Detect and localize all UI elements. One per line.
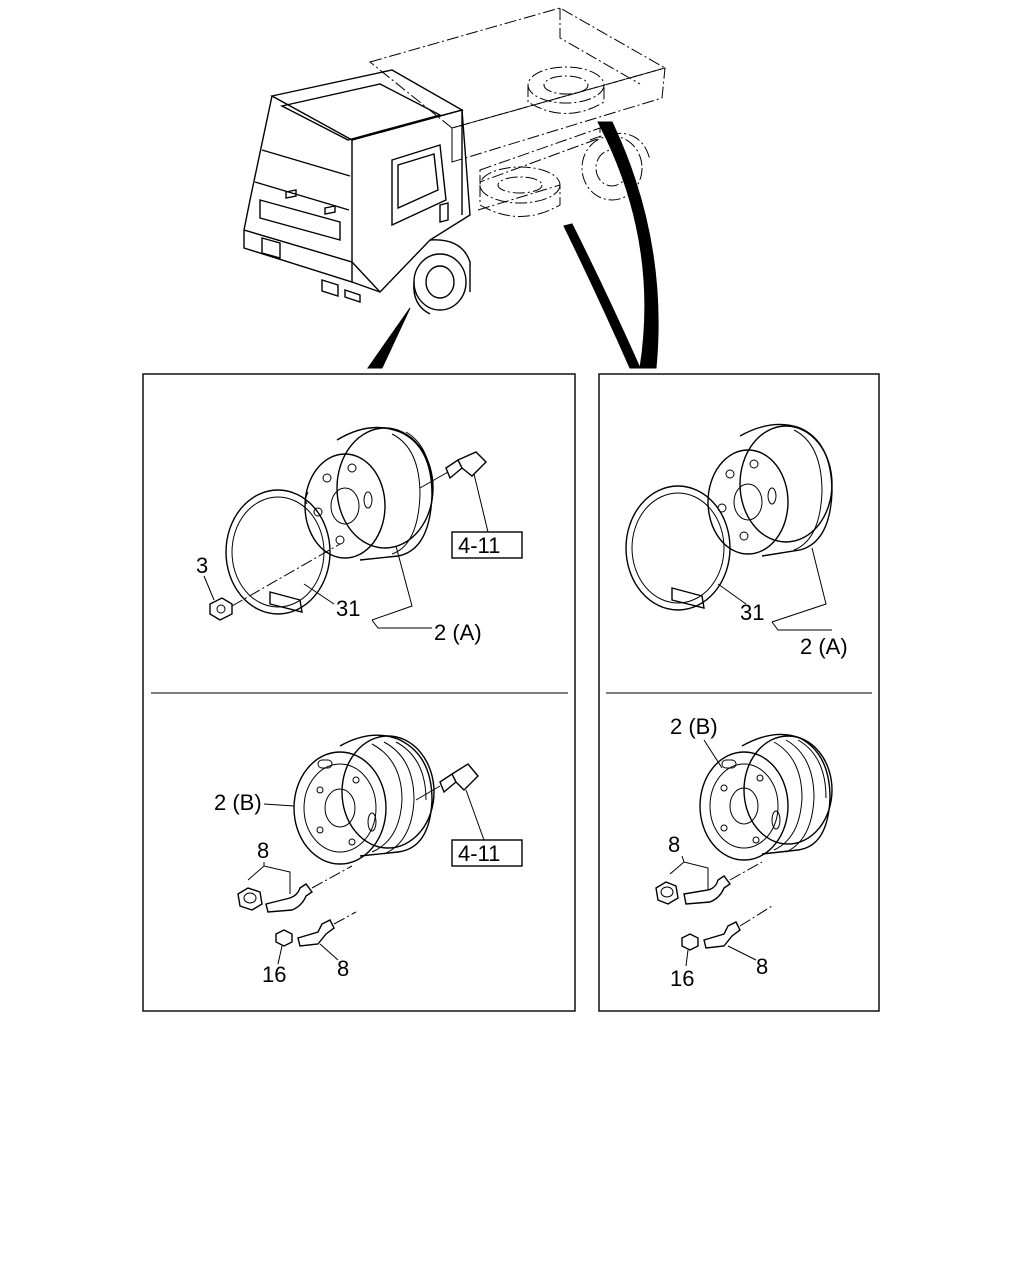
stud-bolt-8-left-upper bbox=[237, 865, 353, 913]
wheel-2a-right bbox=[707, 423, 833, 557]
callout-2a-left: 2 (A) bbox=[434, 620, 482, 645]
callout-31-right: 31 bbox=[740, 600, 764, 625]
ref-4-11-upper-label: 4-11 bbox=[458, 533, 500, 558]
ref-box-4-11-upper: 4-11 bbox=[451, 531, 523, 559]
wheel-2b-left bbox=[293, 734, 435, 865]
callout-8-right-pair: 8 bbox=[668, 832, 680, 857]
ring-31-right bbox=[625, 485, 731, 611]
callout-16-right: 16 bbox=[670, 966, 694, 991]
stud-bolt-8-right-lower bbox=[681, 905, 773, 951]
bolt-4-11-left-lower bbox=[415, 763, 485, 841]
stud-bolt-8-left-lower bbox=[275, 911, 357, 947]
nut-3 bbox=[209, 543, 341, 621]
bolt-4-11-left-upper bbox=[419, 451, 489, 533]
callout-16-left: 16 bbox=[262, 962, 286, 987]
callout-2b-left: 2 (B) bbox=[214, 790, 262, 815]
callout-8-left-pair: 8 bbox=[257, 838, 269, 863]
stud-bolt-8-right-upper bbox=[655, 861, 763, 905]
callout-8-left-single: 8 bbox=[337, 956, 349, 981]
callout-3: 3 bbox=[196, 553, 208, 578]
left-panel-frame bbox=[142, 373, 576, 1012]
truck-illustration bbox=[243, 7, 667, 369]
wheel-2a-left bbox=[304, 426, 434, 561]
wheel-2b-right bbox=[699, 733, 833, 861]
callout-8-right-single: 8 bbox=[756, 954, 768, 979]
ref-box-4-11-lower: 4-11 bbox=[451, 839, 523, 867]
callout-2b-right: 2 (B) bbox=[670, 714, 718, 739]
right-panel-frame bbox=[598, 373, 880, 1012]
ref-4-11-lower-label: 4-11 bbox=[458, 841, 500, 866]
callout-31-left: 31 bbox=[336, 596, 360, 621]
ring-31-left bbox=[225, 489, 331, 615]
callout-2a-right: 2 (A) bbox=[800, 634, 848, 659]
